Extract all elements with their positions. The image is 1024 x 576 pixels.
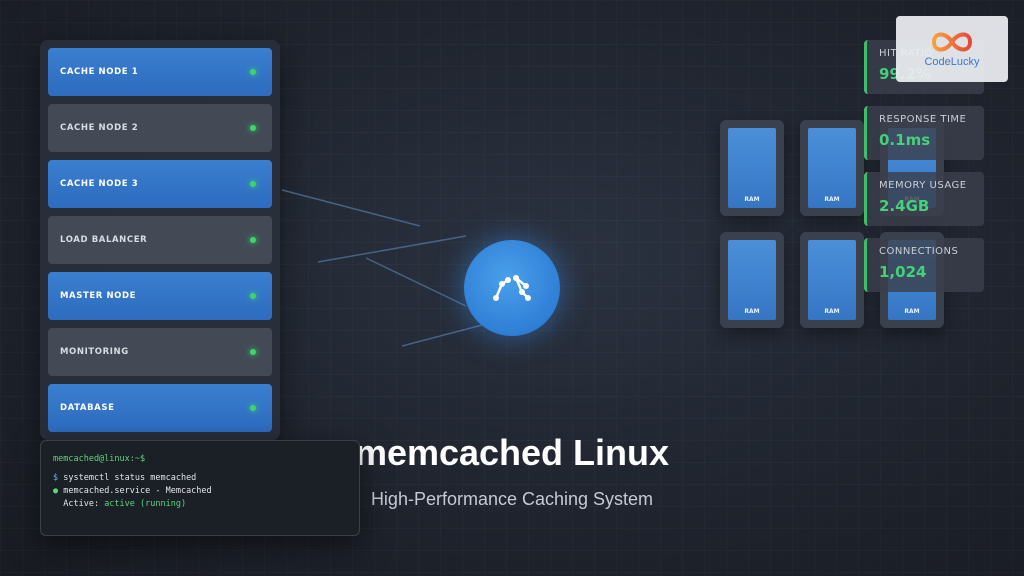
metric-card: RESPONSE TIME 0.1ms [864, 106, 984, 160]
ram-module: RAM [720, 232, 784, 328]
connection-line [401, 323, 487, 347]
ram-chip: RAM [808, 128, 856, 208]
ram-label: RAM [824, 196, 840, 203]
metric-label: CONNECTIONS [879, 246, 959, 257]
status-led-icon [250, 405, 256, 411]
metric-value: 2.4GB [879, 197, 930, 215]
infinity-logo-icon [932, 32, 972, 52]
metric-label: RESPONSE TIME [879, 114, 967, 125]
network-icon [493, 275, 531, 301]
server-rack: CACHE NODE 1 CACHE NODE 2 CACHE NODE 3 LOAD… [40, 40, 280, 440]
status-bullet-icon: ● [53, 486, 64, 496]
server-node-label: LOAD BALANCER [60, 235, 148, 245]
memcached-hub [464, 240, 560, 336]
ram-label: RAM [824, 308, 840, 315]
server-node-label: CACHE NODE 3 [60, 179, 139, 189]
ram-module: RAM [800, 120, 864, 216]
metric-card: MEMORY USAGE 2.4GB [864, 172, 984, 226]
ram-chip: RAM [728, 240, 776, 320]
metric-card: CONNECTIONS 1,024 [864, 238, 984, 292]
logo-text: CodeLucky [924, 56, 980, 68]
server-node-label: CACHE NODE 2 [60, 123, 139, 133]
status-led-icon [250, 125, 256, 131]
active-status: active (running) [104, 499, 187, 509]
server-node-label: MASTER NODE [60, 291, 137, 301]
server-node-label: DATABASE [60, 403, 115, 413]
server-node-label: CACHE NODE 1 [60, 67, 139, 77]
terminal-service-line: ● memcached.service - Memcached [53, 485, 347, 498]
ram-label: RAM [744, 308, 760, 315]
ram-module: RAM [800, 232, 864, 328]
ram-chip: RAM [808, 240, 856, 320]
ram-label: RAM [744, 196, 760, 203]
terminal-command-line: $ systemctl status memcached [53, 472, 347, 485]
connection-line [317, 235, 467, 263]
ram-chip: RAM [728, 128, 776, 208]
status-led-icon [250, 349, 256, 355]
status-led-icon [250, 181, 256, 187]
terminal-command: systemctl status memcached [63, 473, 197, 483]
server-node: CACHE NODE 2 [48, 104, 272, 152]
ram-module: RAM [720, 120, 784, 216]
ram-label: RAM [904, 308, 920, 315]
server-node: CACHE NODE 1 [48, 48, 272, 96]
page-subtitle: High-Performance Caching System [370, 489, 654, 509]
connection-line [281, 189, 421, 227]
server-node: DATABASE [48, 384, 272, 432]
terminal-window: memcached@linux:~$ $ systemctl status me… [40, 440, 360, 536]
server-node: MASTER NODE [48, 272, 272, 320]
status-led-icon [250, 69, 256, 75]
page-title: memcached Linux [354, 432, 670, 473]
metric-value: 1,024 [879, 263, 927, 281]
command-prefix: $ [53, 473, 64, 483]
status-led-icon [250, 237, 256, 243]
server-node: CACHE NODE 3 [48, 160, 272, 208]
codelucky-logo: CodeLucky [896, 16, 1008, 82]
server-node-label: MONITORING [60, 347, 129, 357]
server-node: LOAD BALANCER [48, 216, 272, 264]
connection-line [365, 257, 467, 307]
service-name: memcached.service - Memcached [63, 486, 212, 496]
active-label: Active: [53, 499, 105, 509]
status-led-icon [250, 293, 256, 299]
metric-label: MEMORY USAGE [879, 180, 967, 191]
terminal-prompt: memcached@linux:~$ [53, 454, 146, 464]
server-node: MONITORING [48, 328, 272, 376]
metric-value: 0.1ms [879, 131, 931, 149]
terminal-active-line: Active: active (running) [53, 498, 347, 511]
